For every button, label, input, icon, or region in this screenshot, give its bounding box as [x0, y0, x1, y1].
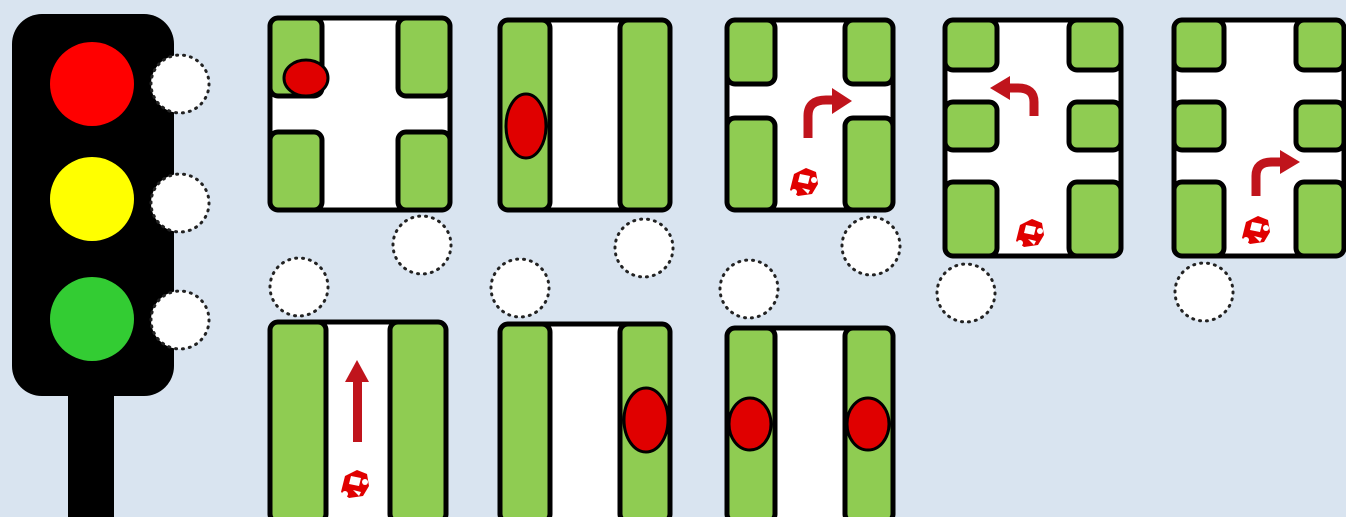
scenario-tile-3[interactable] — [727, 20, 893, 210]
red-light — [50, 42, 134, 126]
scenario-tile-2[interactable] — [500, 20, 670, 210]
stop-marker — [624, 388, 668, 452]
yellow-light — [50, 157, 134, 241]
scenario-tile-8[interactable] — [727, 328, 893, 517]
answer-slot-tile-5[interactable] — [1175, 263, 1233, 321]
scenario-tile-6[interactable] — [270, 322, 446, 517]
traffic-light — [12, 14, 174, 517]
answer-slot-tile-6[interactable] — [270, 258, 328, 316]
stop-marker — [506, 94, 546, 158]
answer-slot-tile-4[interactable] — [937, 264, 995, 322]
answer-slot-tile-8[interactable] — [720, 260, 778, 318]
answer-slot-tile-7[interactable] — [491, 259, 549, 317]
answer-slot-red[interactable] — [151, 55, 209, 113]
answer-slot-green[interactable] — [151, 291, 209, 349]
scenario-tile-7[interactable] — [500, 324, 670, 517]
traffic-light-pole — [68, 380, 114, 517]
stop-marker-right — [847, 398, 889, 450]
scenario-tile-4[interactable] — [945, 20, 1121, 256]
answer-slot-tile-3[interactable] — [842, 217, 900, 275]
stop-marker — [284, 60, 328, 96]
green-light — [50, 277, 134, 361]
answer-slot-tile-2[interactable] — [615, 219, 673, 277]
answer-slot-yellow[interactable] — [151, 174, 209, 232]
scenario-tile-1[interactable] — [270, 18, 450, 210]
stop-marker-left — [729, 398, 771, 450]
scenario-tile-5[interactable] — [1174, 20, 1344, 256]
answer-slot-tile-1[interactable] — [393, 216, 451, 274]
